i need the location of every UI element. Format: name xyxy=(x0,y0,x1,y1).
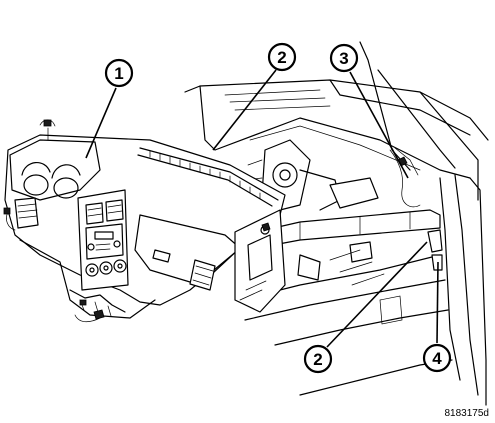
callout-2-upper: 2 xyxy=(212,42,297,151)
callout-3: 3 xyxy=(329,43,409,179)
callout-2-upper-label: 2 xyxy=(277,48,286,67)
callout-1: 1 xyxy=(85,58,134,159)
instrument-panel-assembly xyxy=(3,119,286,323)
callout-2-lower: 2 xyxy=(303,241,428,374)
callout-4: 4 xyxy=(422,261,452,373)
callout-4-label: 4 xyxy=(432,349,442,368)
callout-3-label: 3 xyxy=(339,49,348,68)
figure-id: 8183175d xyxy=(444,408,490,419)
callout-1-label: 1 xyxy=(114,64,123,83)
callout-2-lower-label: 2 xyxy=(313,350,322,369)
